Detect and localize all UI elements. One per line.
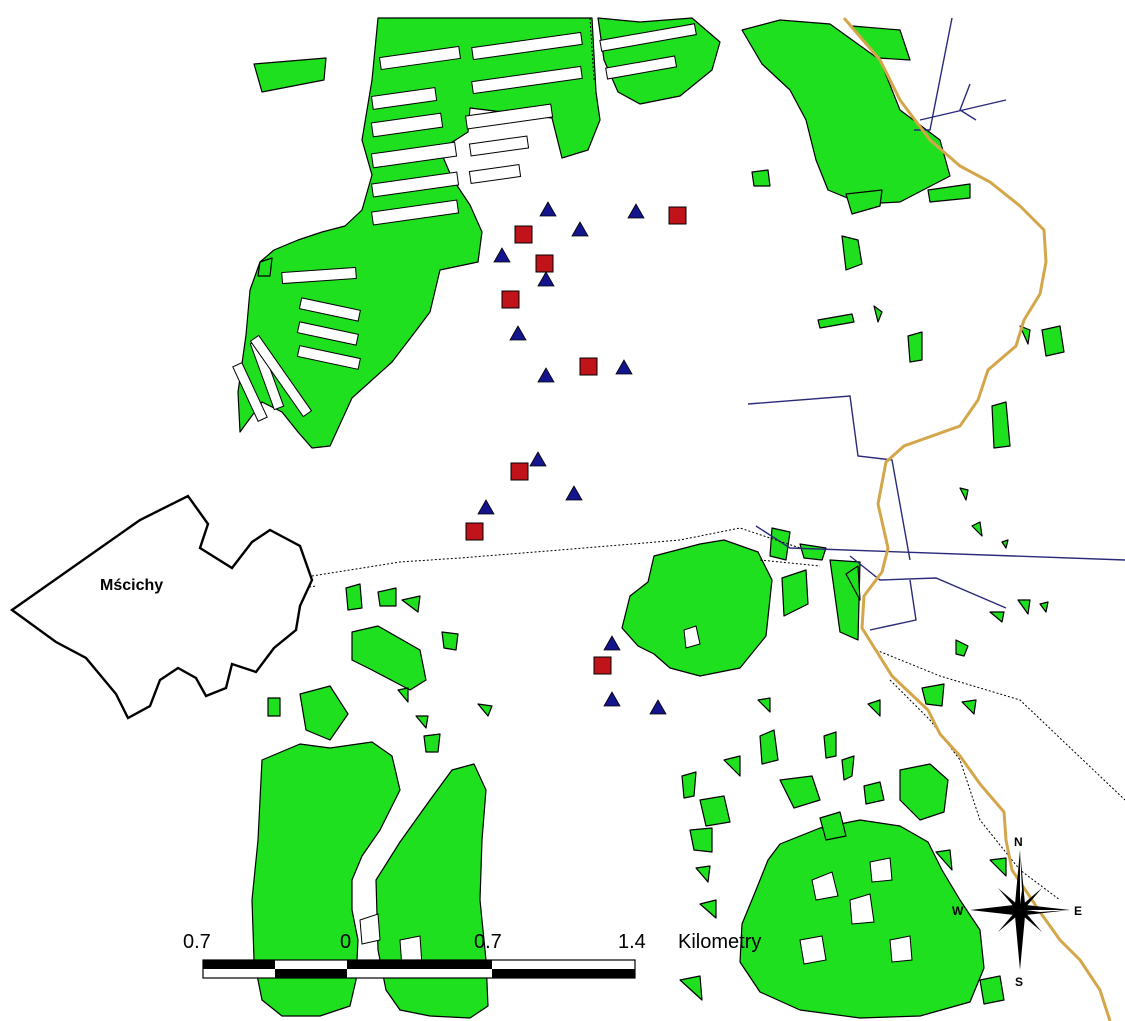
triangle-marker[interactable]: [603, 691, 621, 707]
place-label-mscichy: Mścichy: [100, 577, 163, 594]
triangle-markers: [477, 201, 667, 715]
square-marker[interactable]: [579, 357, 598, 376]
village-outline: Mścichy: [9, 494, 314, 720]
triangle-marker[interactable]: [615, 359, 633, 375]
square-marker[interactable]: [501, 290, 520, 309]
scale-unit-label: Kilometry: [678, 931, 761, 953]
triangle-marker[interactable]: [571, 221, 589, 237]
square-marker[interactable]: [535, 254, 554, 273]
scale-bar: 0.7 0 0.7 1.4 Kilometry: [183, 931, 761, 979]
compass-rose-icon: N S W E: [952, 835, 1082, 989]
compass-w-label: W: [952, 904, 964, 918]
compass-n-label: N: [1014, 835, 1023, 849]
triangle-marker[interactable]: [529, 451, 547, 467]
streams: [747, 17, 1125, 631]
square-marker[interactable]: [593, 656, 612, 675]
square-markers: [465, 206, 687, 675]
triangle-marker[interactable]: [649, 699, 667, 715]
triangle-marker[interactable]: [477, 499, 495, 515]
square-marker[interactable]: [668, 206, 687, 225]
triangle-marker[interactable]: [627, 203, 645, 219]
forest-areas: [232, 17, 1065, 1019]
triangle-marker[interactable]: [537, 367, 555, 383]
square-marker[interactable]: [465, 522, 484, 541]
triangle-marker[interactable]: [603, 635, 621, 651]
compass-s-label: S: [1015, 975, 1023, 989]
triangle-marker[interactable]: [509, 325, 527, 341]
scale-label-0: 0: [340, 931, 351, 953]
triangle-marker[interactable]: [565, 485, 583, 501]
admin-border: [842, 17, 1112, 1021]
triangle-marker[interactable]: [537, 271, 555, 287]
compass-e-label: E: [1074, 904, 1082, 918]
square-marker[interactable]: [510, 462, 529, 481]
scale-label-0-7-left: 0.7: [183, 931, 211, 953]
triangle-marker[interactable]: [493, 247, 511, 263]
scale-label-0-7-right: 0.7: [474, 931, 502, 953]
triangle-marker[interactable]: [539, 201, 557, 217]
scale-label-1-4: 1.4: [618, 931, 646, 953]
square-marker[interactable]: [514, 225, 533, 244]
